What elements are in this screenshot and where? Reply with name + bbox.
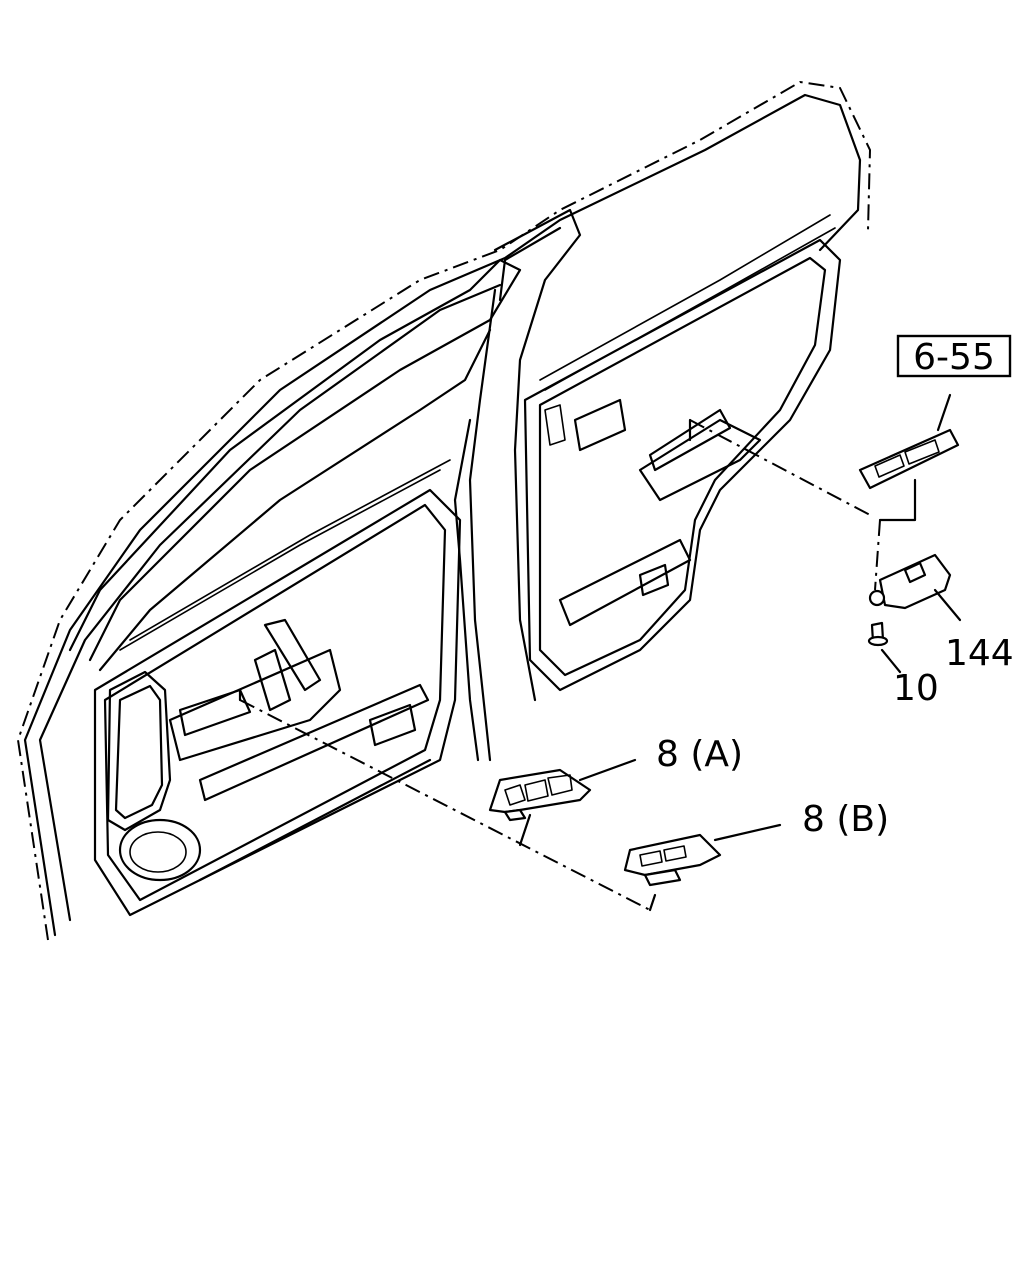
vehicle-body-outline [16, 80, 872, 941]
screw-10 [867, 621, 902, 674]
reference-box [896, 334, 1012, 378]
rear-switch-bezel [858, 393, 960, 490]
rear-door-trim-panel [523, 214, 842, 692]
part-label-10: 10 [893, 668, 939, 709]
b-pillar [493, 208, 582, 702]
front-door-frame [68, 258, 522, 762]
ref-label-6-55: 6-55 [913, 337, 995, 378]
part-label-8b: 8 (B) [802, 799, 889, 840]
switch-8b [623, 823, 782, 887]
part-label-144: 144 [945, 633, 1014, 674]
leader-lines [238, 418, 917, 912]
part-label-8a: 8 (A) [656, 734, 743, 775]
front-door-trim-panel [93, 459, 462, 917]
master-switch-8a [488, 758, 637, 822]
switch-assembly-144 [868, 553, 962, 622]
